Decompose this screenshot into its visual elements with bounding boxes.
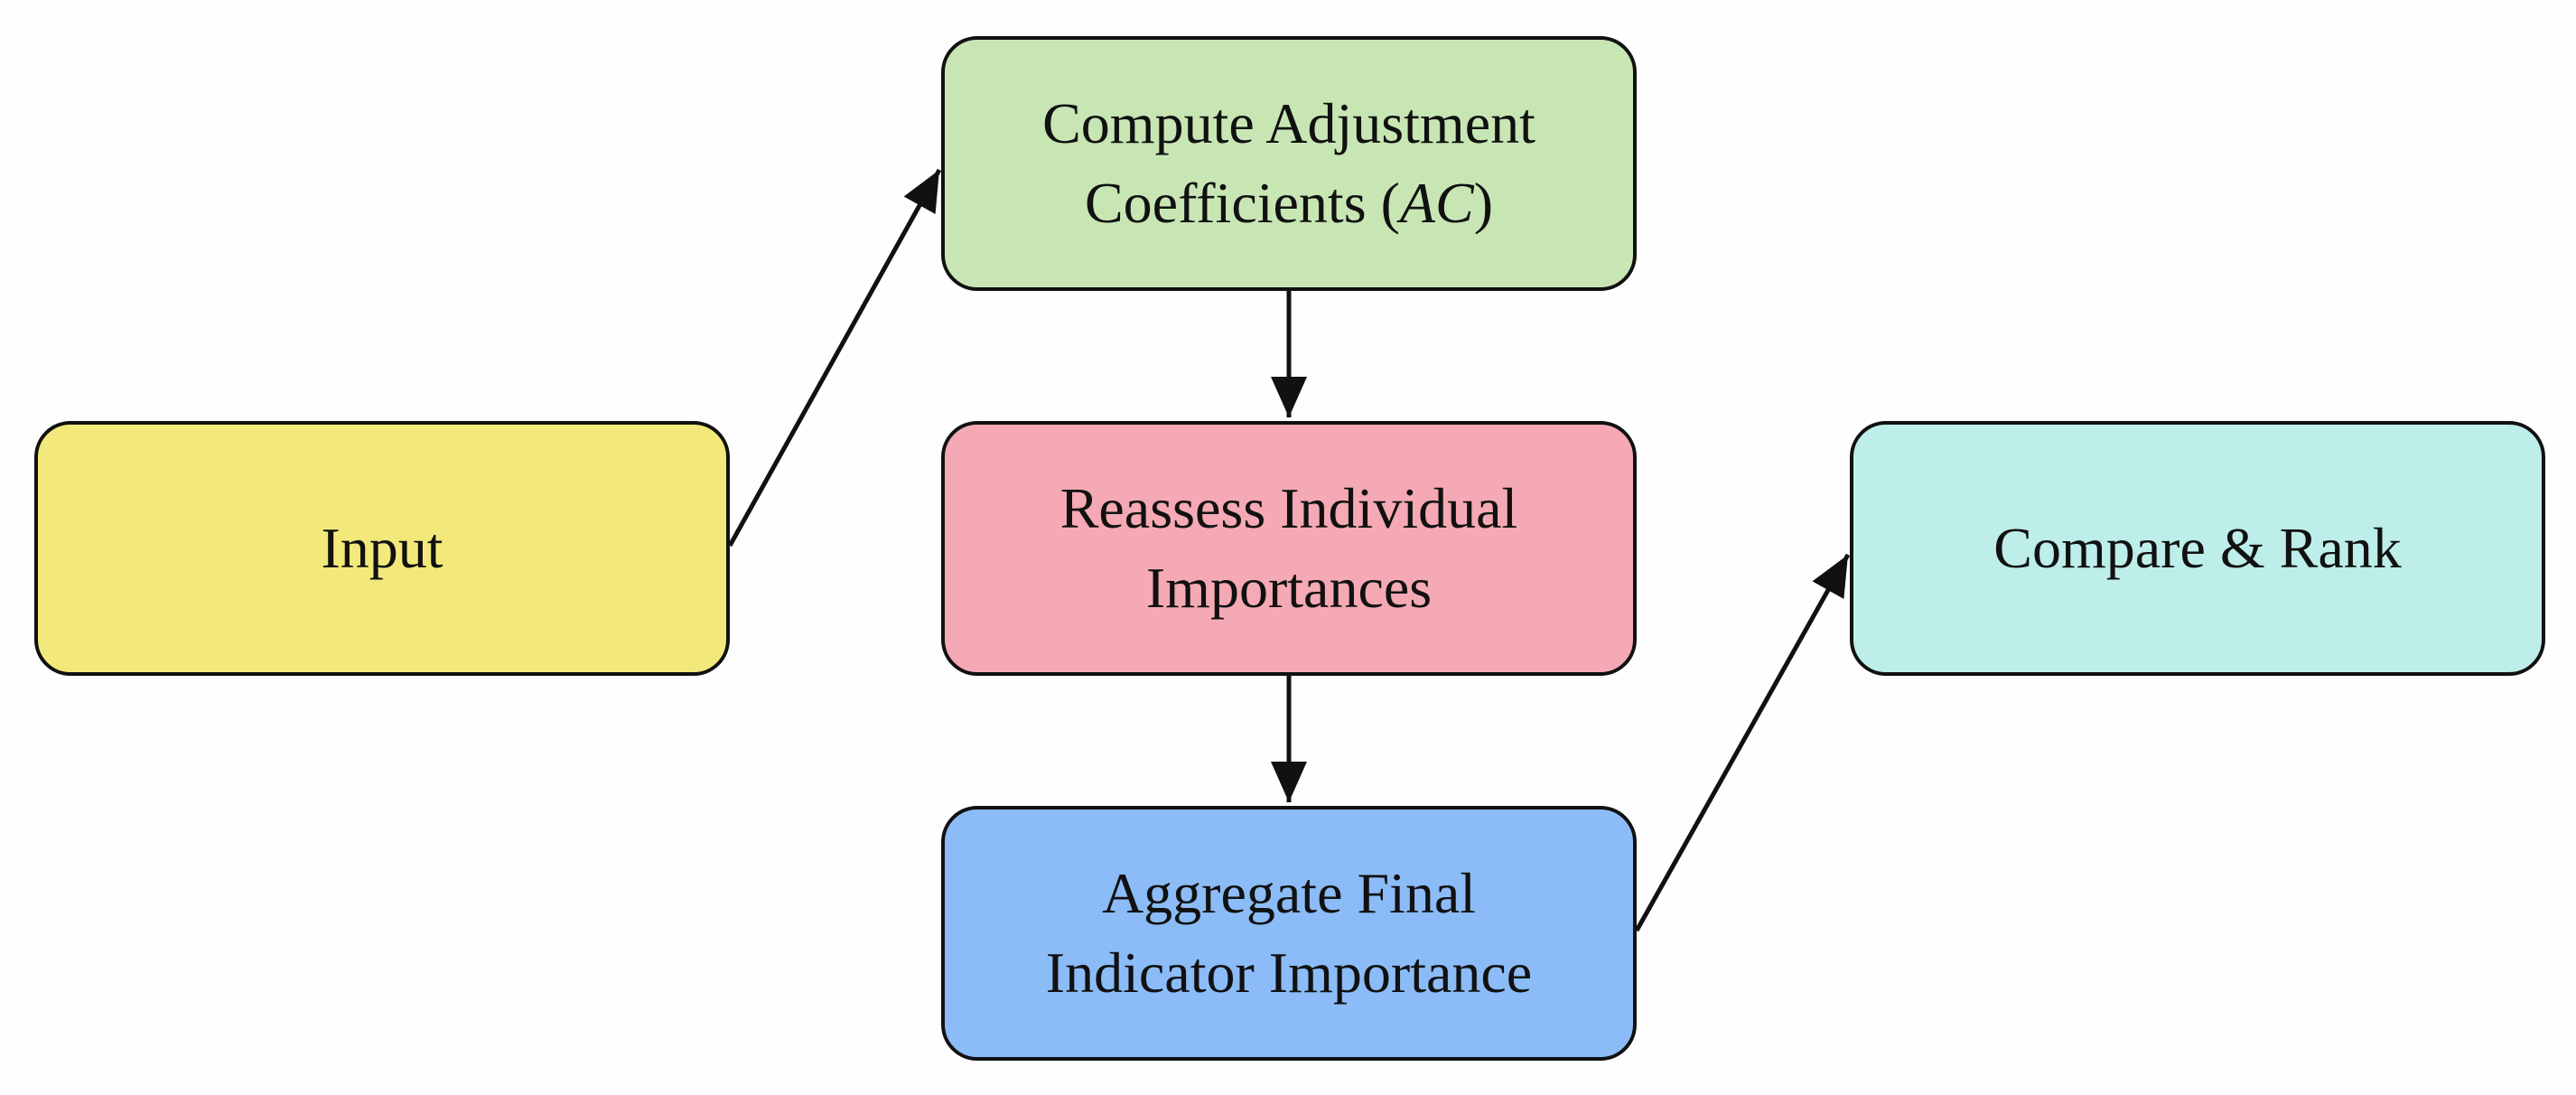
node-reassess-label-line-2: Importances [1145,556,1433,620]
node-compare-rank: Compare & Rank [1850,421,2545,676]
node-compute-label-line-2: Coefficients (AC) [1042,164,1535,243]
node-compute-label-suffix: ) [1473,171,1494,235]
node-aggregate-label: Aggregate Final Indicator Importance [1046,854,1532,1014]
node-aggregate-importance: Aggregate Final Indicator Importance [941,806,1637,1061]
node-reassess-importances: Reassess Individual Importances [941,421,1637,676]
node-reassess-label: Reassess Individual Importances [1060,469,1518,629]
node-compute-label-prefix: Coefficients ( [1084,171,1400,235]
node-compute-label: Compute Adjustment Coefficients (AC) [1042,84,1535,244]
edge-input-to-compute [727,168,942,548]
node-compare-label: Compare & Rank [1993,509,2401,588]
node-reassess-label-line-1: Reassess Individual [1059,475,1518,540]
node-compare-label-line: Compare & Rank [1993,515,2402,580]
node-input-label-line: Input [321,515,443,580]
node-input: Input [34,421,730,676]
node-input-label: Input [321,509,443,588]
node-aggregate-label-line-2: Indicator Importance [1045,941,1533,1005]
edge-aggregate-to-compare [1634,553,1851,932]
node-compute-coefficients: Compute Adjustment Coefficients (AC) [941,36,1637,291]
node-aggregate-label-line-1: Aggregate Final [1101,860,1477,925]
node-compute-label-line-1: Compute Adjustment [1042,90,1535,155]
node-compute-label-symbol: AC [1399,171,1474,235]
